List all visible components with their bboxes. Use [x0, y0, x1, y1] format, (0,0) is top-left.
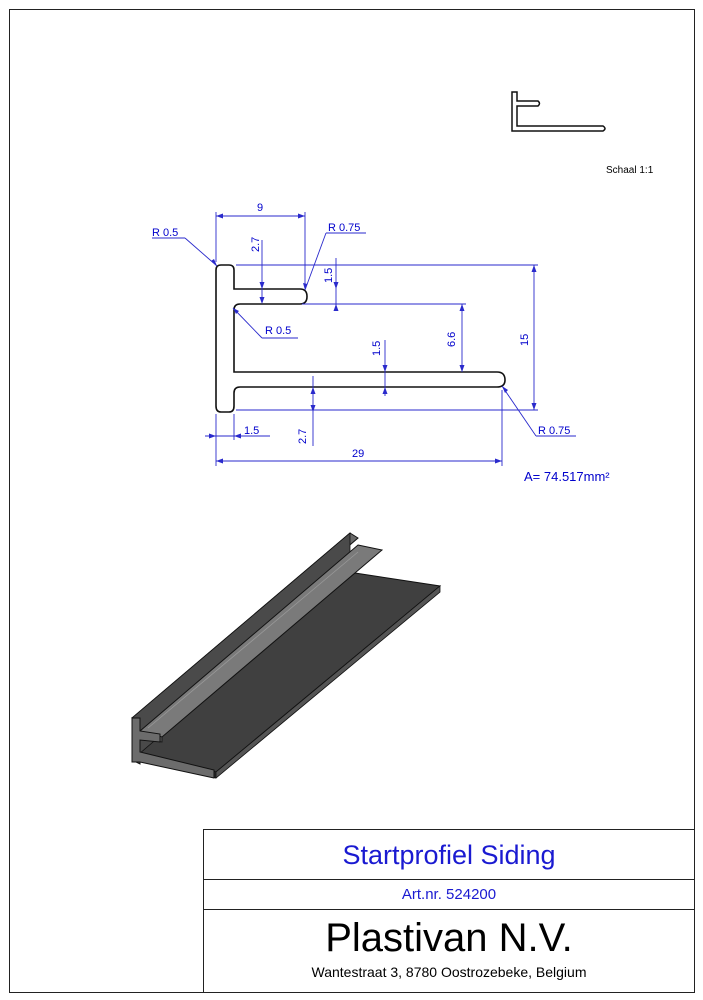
title-block: Startprofiel Siding Art.nr. 524200 Plast…	[203, 829, 695, 993]
dim-web-thickness: 1.5	[244, 425, 259, 437]
dim-width-top: 9	[257, 202, 263, 214]
dim-gap-height: 6.6	[446, 332, 458, 347]
dim-bottom-offset: 2.7	[297, 429, 309, 444]
scale-label: Schaal 1:1	[606, 165, 654, 176]
dim-radius-inner: R 0.5	[265, 325, 291, 337]
dim-slot-depth: 2.7	[250, 237, 262, 252]
company-name: Plastivan N.V.	[325, 916, 573, 960]
dim-wall-top: 1.5	[323, 268, 335, 283]
profile-cross-section	[215, 264, 506, 413]
dimension-labels: 9 R 0.5 R 0.75 2.7 1.5 R 0.5 6.6 1.5 15 …	[152, 202, 610, 484]
dim-depth-bottom: 29	[352, 448, 364, 460]
company-address: Wantestraat 3, 8780 Oostrozebeke, Belgiu…	[311, 964, 587, 980]
dim-radius-lip: R 0.75	[328, 222, 360, 234]
dimension-arrowheads	[209, 213, 537, 464]
drawing-title: Startprofiel Siding	[204, 830, 694, 880]
dim-radius-tip: R 0.75	[538, 425, 570, 437]
profile-3d-view	[131, 532, 442, 779]
scale-thumbnail-profile	[511, 91, 606, 132]
area-label: A= 74.517mm²	[524, 469, 610, 484]
dim-radius-outer-top: R 0.5	[152, 227, 178, 239]
dim-flange-thickness: 1.5	[371, 341, 383, 356]
article-number: Art.nr. 524200	[204, 880, 694, 910]
dim-height-total: 15	[519, 334, 531, 346]
